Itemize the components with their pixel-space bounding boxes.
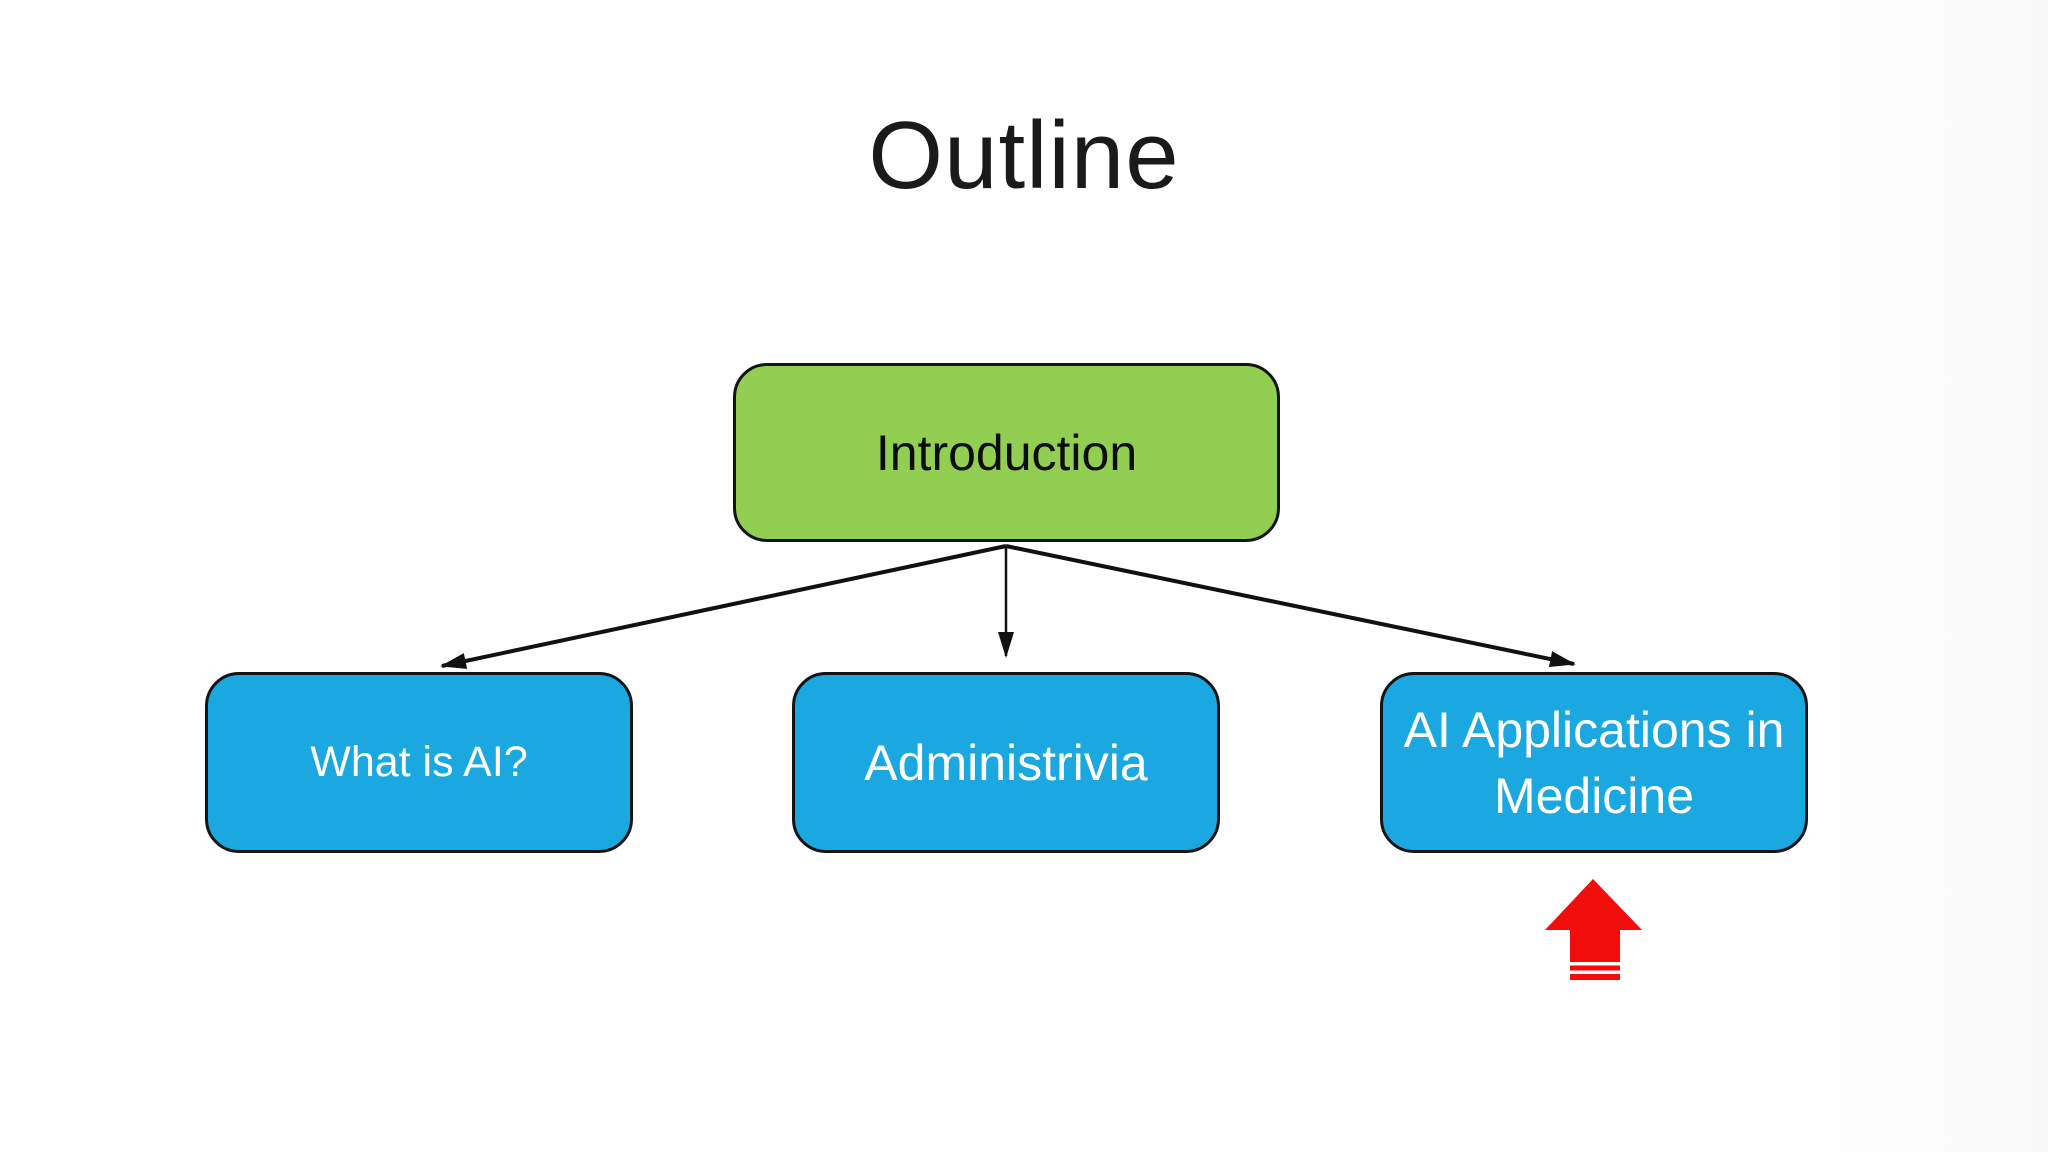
up-arrow-icon [1545, 879, 1642, 980]
diagram-node-introduction: Introduction [733, 363, 1280, 542]
connector-arrow-left [440, 544, 1007, 669]
up-arrow-stripe [1570, 962, 1620, 966]
up-arrow-shape [1545, 879, 1642, 980]
up-arrow-stripe [1570, 970, 1620, 974]
diagram-node-what-is-ai: What is AI? [205, 672, 633, 853]
connector-arrow-right [1005, 544, 1576, 667]
node-label: Administrivia [864, 734, 1148, 791]
diagram-node-ai-applications-in-medicine: AI Applications in Medicine [1380, 672, 1808, 853]
connector-arrows [440, 544, 1576, 669]
node-label: What is AI? [310, 738, 528, 786]
node-label: Introduction [875, 424, 1138, 481]
diagram-node-administrivia: Administrivia [792, 672, 1220, 853]
node-label: AI Applications in Medicine [1403, 701, 1785, 824]
slide-title: Outline [868, 102, 1180, 209]
